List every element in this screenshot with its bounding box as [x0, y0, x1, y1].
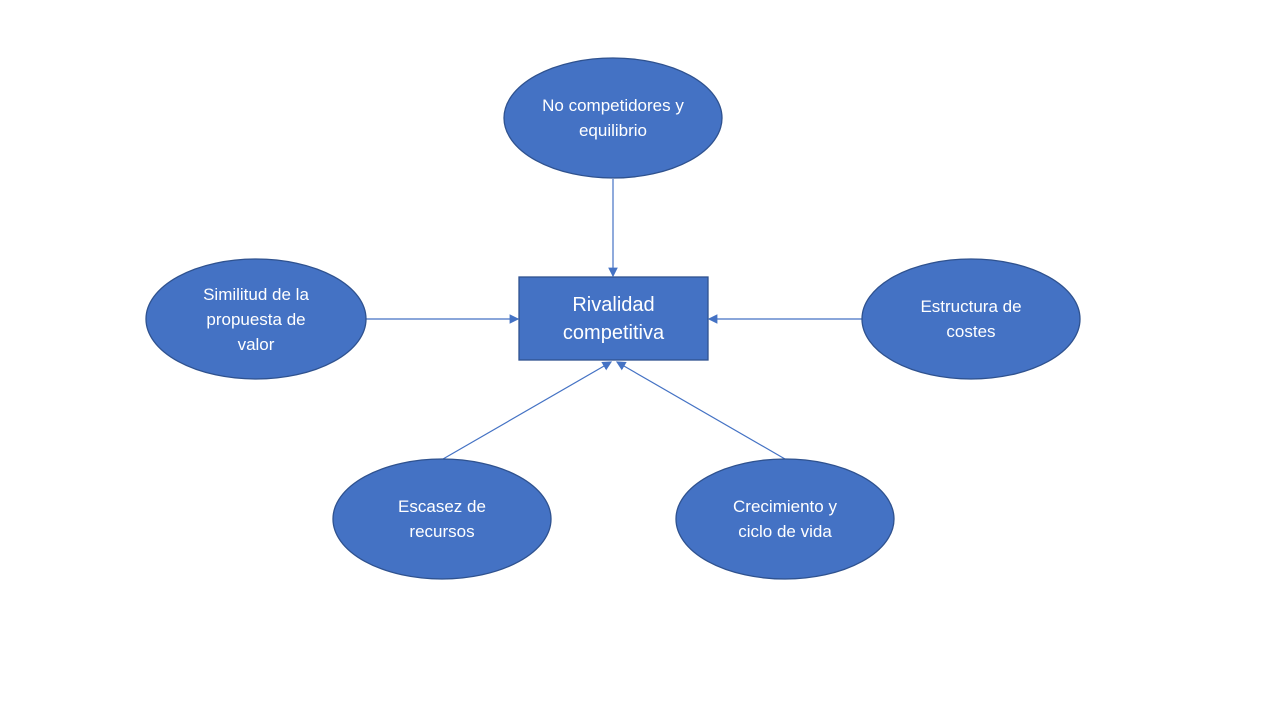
node-right-label: Estructura de costes — [920, 297, 1022, 341]
node-bottom-right-shape — [675, 458, 895, 580]
node-top-shape — [503, 57, 723, 179]
node-left-label: Similitud de la propuesta de valor — [203, 284, 309, 354]
center-box — [518, 276, 709, 361]
node-bottom-left-shape — [332, 458, 552, 580]
node-bottom-left-label: Escasez de recursos — [398, 497, 486, 541]
node-right-shape — [861, 258, 1081, 380]
center-label: Rivalidad competitiva — [562, 293, 665, 344]
node-bottom-right-label: Crecimiento y ciclo de vida — [733, 497, 837, 541]
connector-bottom-left — [442, 361, 613, 460]
node-left-shape — [145, 258, 367, 380]
node-top-label: No competidores y equilibrio — [542, 96, 684, 140]
connector-bottom-right — [615, 361, 786, 460]
